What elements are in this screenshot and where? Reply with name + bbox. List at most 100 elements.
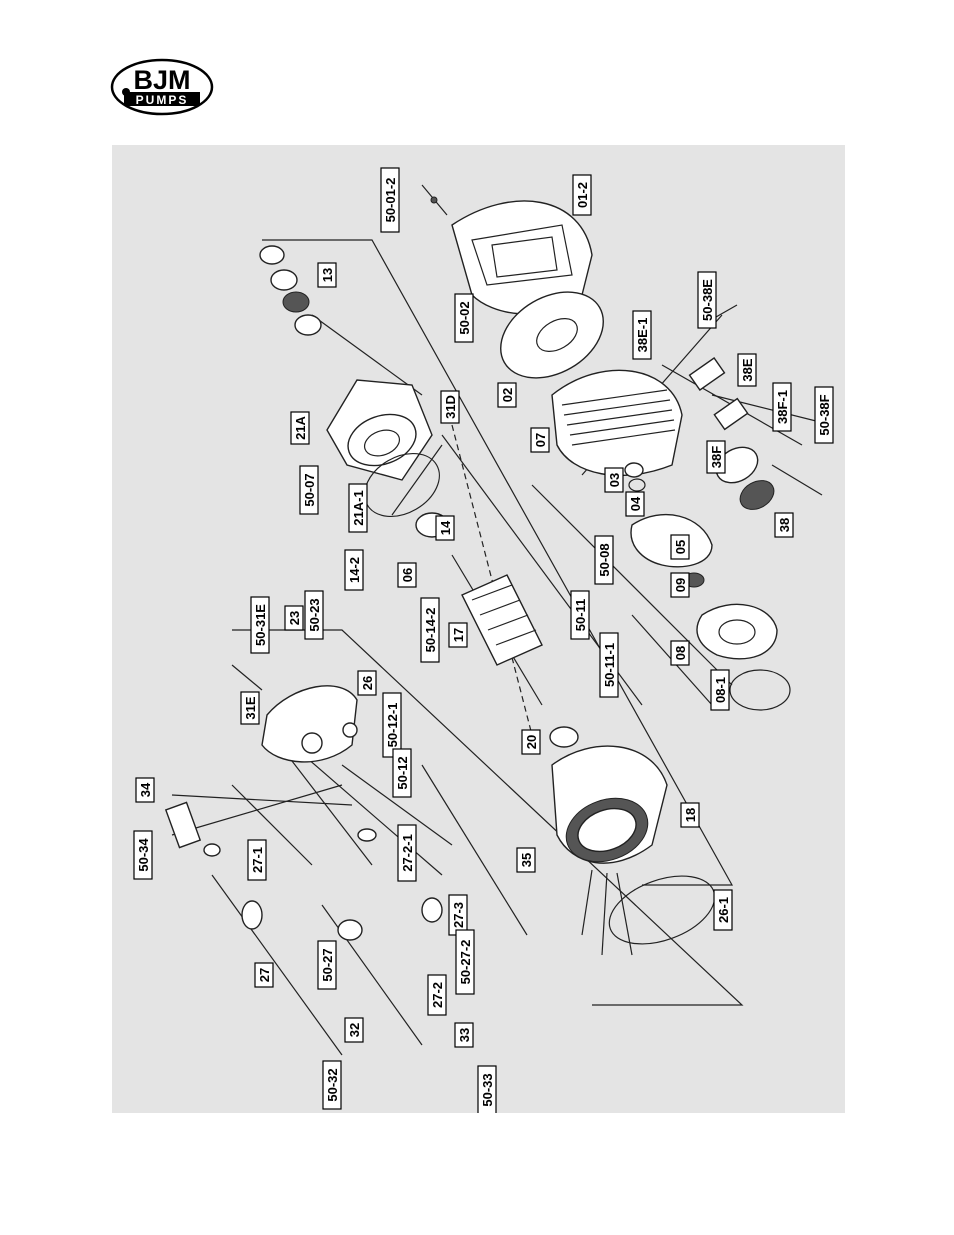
part-label-text: 34 (138, 782, 153, 797)
part-label-27-2: 27-2 (427, 974, 447, 1016)
part-label-50-07: 50-07 (299, 465, 319, 515)
part-label-text: 03 (607, 473, 622, 487)
part-label-21a: 21A (290, 411, 310, 445)
part-label-50-14-2: 50-14-2 (420, 597, 440, 663)
part-label-text: 50-14-2 (423, 608, 438, 653)
part-label-text: 50-02 (457, 301, 472, 334)
part-label-text: 07 (533, 433, 548, 447)
bearing-housing-21a (326, 379, 440, 518)
cable-entry-38 (688, 304, 823, 510)
part-label-text: 50-38E (700, 279, 715, 321)
part-label-38: 38 (774, 512, 794, 538)
part-label-text: 14 (438, 520, 453, 535)
part-label-text: 05 (673, 540, 688, 554)
part-label-50-33: 50-33 (477, 1065, 497, 1113)
part-label-text: 50-31E (253, 604, 268, 646)
part-label-text: 50-27 (320, 948, 335, 981)
part-label-text: 50-27-2 (458, 940, 473, 985)
part-label-32: 32 (344, 1017, 364, 1043)
part-label-text: 08 (673, 646, 688, 660)
part-label-text: 14-2 (347, 557, 362, 583)
motor-frame-07 (551, 369, 683, 477)
bjm-pumps-logo: BJM PUMPS (110, 58, 214, 116)
rotor-17 (415, 512, 579, 748)
part-label-50-38e: 50-38E (697, 271, 717, 329)
part-label-text: 50-11-1 (602, 643, 617, 687)
top-cover-26 (231, 664, 358, 763)
part-label-27: 27 (254, 962, 274, 988)
part-label-34: 34 (135, 777, 155, 803)
part-label-02: 02 (497, 382, 517, 408)
part-label-text: 02 (500, 388, 515, 402)
part-label-50-32: 50-32 (322, 1060, 342, 1110)
seal-set-13 (259, 245, 322, 336)
part-label-text: 27-2-1 (400, 834, 415, 872)
part-label-50-38f: 50-38F (814, 386, 834, 444)
part-label-text: 50-08 (597, 543, 612, 576)
part-label-08-1: 08-1 (710, 669, 730, 711)
part-label-text: 17 (451, 628, 466, 642)
part-label-text: 38 (777, 518, 792, 532)
part-label-38f-1: 38F-1 (772, 382, 792, 432)
part-label-50-23: 50-23 (304, 590, 324, 640)
part-label-text: 27 (257, 968, 272, 982)
part-label-text: 33 (457, 1028, 472, 1042)
part-label-50-01-2: 50-01-2 (380, 167, 400, 233)
part-label-text: 38E (740, 358, 755, 381)
part-label-26-1: 26-1 (713, 889, 733, 931)
part-label-text: 31D (443, 395, 458, 419)
part-label-50-27: 50-27 (317, 940, 337, 990)
part-label-text: 26 (360, 676, 375, 690)
part-label-text: 27-1 (250, 847, 265, 873)
part-label-13: 13 (317, 262, 337, 288)
part-label-text: 23 (287, 611, 302, 625)
part-label-text: 50-23 (307, 598, 322, 631)
part-label-18: 18 (680, 802, 700, 828)
part-label-35: 35 (516, 847, 536, 873)
part-label-text: 50-11 (573, 599, 588, 632)
part-label-text: 50-07 (302, 473, 317, 506)
part-label-38e: 38E (737, 353, 757, 387)
part-label-50-27-2: 50-27-2 (455, 929, 475, 995)
end-cover-08 (696, 603, 791, 711)
part-label-text: 26-1 (716, 897, 731, 923)
part-label-27-3: 27-3 (448, 894, 468, 936)
part-label-50-11: 50-11 (570, 590, 590, 640)
part-label-text: 21A-1 (351, 490, 366, 525)
part-label-50-02: 50-02 (454, 293, 474, 343)
part-label-20: 20 (521, 729, 541, 755)
wear-plate-02 (500, 291, 604, 379)
part-label-text: 20 (524, 735, 539, 749)
part-label-text: 04 (628, 496, 643, 511)
part-label-text: 31E (243, 696, 258, 719)
part-label-text: 09 (673, 578, 688, 592)
part-label-50-12-1: 50-12-1 (382, 692, 402, 758)
part-label-text: 50-12-1 (385, 703, 400, 748)
pump-casing-01-2 (421, 184, 593, 315)
stator-18 (551, 745, 716, 956)
part-label-text: 08-1 (713, 677, 728, 703)
part-label-text: 21A (293, 415, 308, 439)
part-label-text: 50-32 (325, 1068, 340, 1101)
part-label-14-2: 14-2 (344, 549, 364, 591)
part-label-14: 14 (435, 515, 455, 541)
part-label-01-2: 01-2 (572, 174, 592, 216)
part-label-21a-1: 21A-1 (348, 483, 368, 533)
part-label-text: 27-3 (451, 902, 466, 928)
part-label-text: 38F-1 (775, 390, 790, 424)
part-label-50-34: 50-34 (133, 830, 153, 880)
part-label-text: 50-38F (817, 394, 832, 435)
part-label-27-1: 27-1 (247, 839, 267, 881)
logo-subtitle: PUMPS (136, 93, 189, 107)
part-label-38f: 38F (706, 440, 726, 474)
part-label-50-12: 50-12 (392, 748, 412, 798)
part-label-text: 18 (683, 808, 698, 822)
part-label-text: 50-01-2 (383, 178, 398, 223)
part-label-text: 01-2 (575, 182, 590, 208)
part-label-text: 38F (709, 446, 724, 468)
part-label-23: 23 (284, 605, 304, 631)
part-label-text: 32 (347, 1023, 362, 1037)
part-label-text: 50-12 (395, 756, 410, 789)
